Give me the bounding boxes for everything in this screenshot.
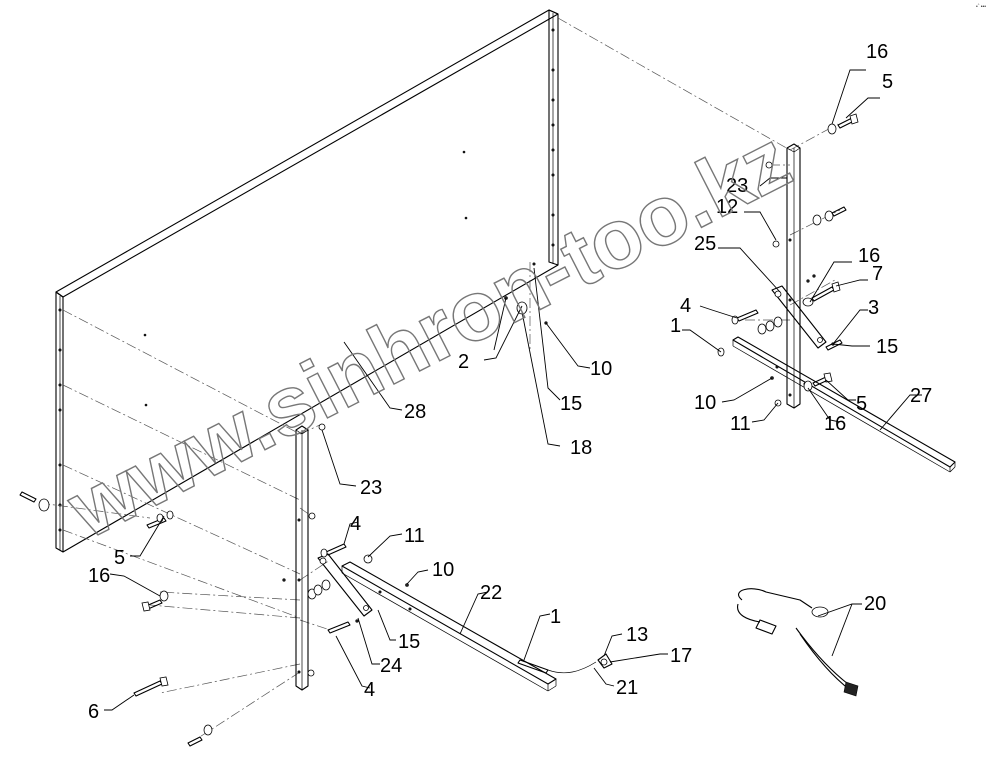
callout-27: 27: [910, 385, 932, 407]
callout-1-left: 1: [550, 606, 561, 628]
brace-25: [771, 285, 827, 349]
callout-16-mid: 16: [858, 245, 880, 267]
callout-1-mid: 1: [670, 315, 681, 337]
callout-16-top: 16: [866, 41, 888, 63]
callout-4-mid: 4: [680, 295, 691, 317]
post-23-left: [295, 425, 309, 691]
corner-mark: •ˆ •••: [976, 4, 986, 10]
callout-5-top: 5: [882, 71, 893, 93]
tube-22: [341, 561, 557, 692]
callout-11-right: 11: [730, 413, 751, 435]
callout-3: 3: [868, 297, 879, 319]
assembly-lines: [39, 17, 841, 741]
callout-4-bottom: 4: [364, 679, 375, 701]
callout-21: 21: [616, 677, 638, 699]
callout-28: 28: [404, 401, 426, 423]
callout-2: 2: [458, 351, 469, 373]
callout-6: 6: [88, 701, 99, 723]
callout-4-left: 4: [350, 513, 361, 535]
callout-18: 18: [570, 437, 592, 459]
callout-25: 25: [694, 233, 716, 255]
panel-28: [55, 9, 559, 553]
post-23-right: [786, 143, 801, 409]
tube-27: [732, 336, 956, 473]
callout-15-left: 15: [398, 631, 420, 653]
callout-13: 13: [626, 624, 648, 646]
callout-16-right: 16: [824, 413, 846, 435]
callout-17: 17: [670, 645, 692, 667]
callout-16-left: 16: [88, 565, 110, 587]
callout-7: 7: [872, 263, 883, 285]
callout-labels: 16 5 23 12 25 16 7 4 1 3 15 2 10 15 18 2…: [88, 41, 932, 723]
watermark: www.sinhron-too.kz: [53, 111, 805, 556]
leader-lines: [104, 69, 922, 711]
callout-10-mid: 10: [590, 358, 612, 380]
callout-5-right: 5: [856, 393, 867, 415]
callout-24: 24: [380, 655, 402, 677]
pin-assembly: [517, 653, 613, 674]
callout-23-right: 23: [726, 175, 748, 197]
callout-11-left: 11: [404, 525, 425, 547]
callout-15-mid: 15: [560, 393, 582, 415]
callout-23-left: 23: [360, 477, 382, 499]
callout-22: 22: [480, 582, 502, 604]
callout-10-right: 10: [694, 392, 716, 414]
callout-10-left: 10: [432, 559, 454, 581]
callout-15-right: 15: [876, 336, 898, 358]
callout-12: 12: [716, 196, 738, 218]
callout-20: 20: [864, 593, 886, 615]
strap-20: [737, 588, 859, 697]
callout-5-left: 5: [114, 547, 125, 569]
